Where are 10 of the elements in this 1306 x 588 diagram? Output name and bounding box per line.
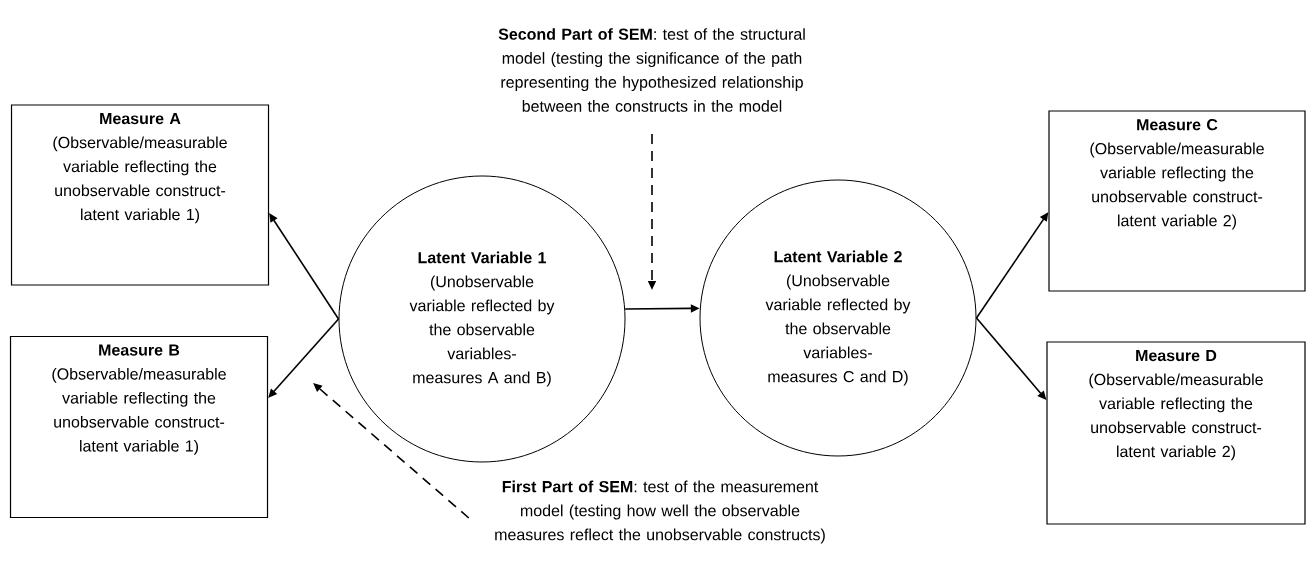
measure-box: Measure D (Observable/measurable variable reflecting the unobservable construct- latent variable 2) <box>1046 341 1306 525</box>
measure-box: Measure B (Observable/measurable variable reflecting the unobservable construct- latent variable 1) <box>9 335 269 519</box>
dashed-arrow <box>313 383 470 519</box>
measure-box: Measure C (Observable/measurable variable reflecting the unobservable construct- latent variable 2) <box>1048 110 1306 292</box>
annotation-text: Second Part of SEM: test of the structural model (testing the significance of the path representing the hypothesized relationship between the constructs in the model <box>498 28 805 112</box>
arrow <box>269 213 340 320</box>
arrow <box>975 212 1049 319</box>
measure-box: Measure A (Observable/measurable variable reflecting the unobservable construct- latent variable 1) <box>10 104 270 286</box>
annotation-text: First Part of SEM: test of the measurement model (testing how well the observable measures reflect the unobservable constructs) <box>495 480 825 544</box>
arrow <box>268 318 340 398</box>
